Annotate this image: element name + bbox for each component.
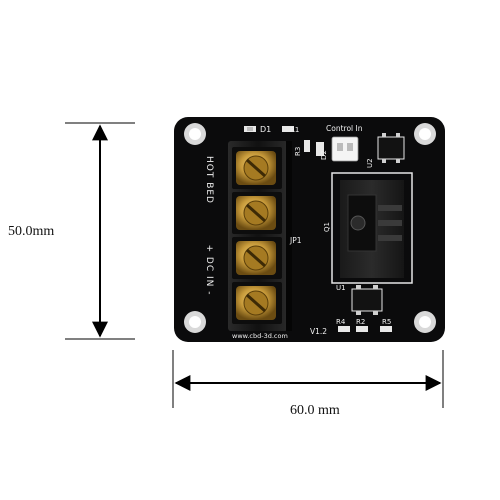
resistor-r2 [356,326,368,332]
silk-r2: R2 [356,318,365,326]
pcb-board: D1 R1 Control In R3 D2 U2 HOT BED + DC I… [174,117,445,342]
resistor-r1 [282,126,294,132]
height-dimension-label: 50.0mm [8,224,55,239]
led-d2 [316,142,324,156]
width-dimension-label: 60.0 mm [290,403,340,418]
resistor-r3 [304,140,310,152]
height-dimension [65,122,135,340]
resistor-r4 [338,326,350,332]
silk-r5: R5 [382,318,391,326]
led-d1 [244,126,256,132]
screw-terminal-3 [232,237,282,279]
silk-q1: Q1 [323,222,331,232]
silk-dc-in: + DC IN - [204,245,214,296]
screw-terminal-4 [232,282,282,324]
mosfet-q1 [331,172,413,284]
screw-terminal-2 [232,192,282,234]
silk-d2: D2 [320,150,328,160]
silk-control-in: Control In [326,124,363,133]
silk-r3: R3 [294,147,302,156]
mounting-hole-top-right [414,123,436,145]
chip-u1 [351,285,383,315]
width-dimension [172,350,444,408]
screw-terminal-1 [232,147,282,189]
mounting-hole-bottom-left [184,311,206,333]
silk-url: www.cbd-3d.com [232,332,288,340]
silk-jp1: JP1 [289,236,302,245]
chip-u2 [377,133,405,163]
silk-u2: U2 [366,158,374,168]
resistor-r5 [380,326,392,332]
control-in-connector [331,136,359,162]
silk-d1: D1 [260,125,271,134]
mounting-hole-bottom-right [414,311,436,333]
silk-u1: U1 [336,284,346,292]
silk-hot-bed: HOT BED [204,156,214,204]
silk-version: V1.2 [310,327,327,336]
silk-r4: R4 [336,318,346,326]
mounting-hole-top-left [184,123,206,145]
silk-r1: R1 [290,126,299,134]
